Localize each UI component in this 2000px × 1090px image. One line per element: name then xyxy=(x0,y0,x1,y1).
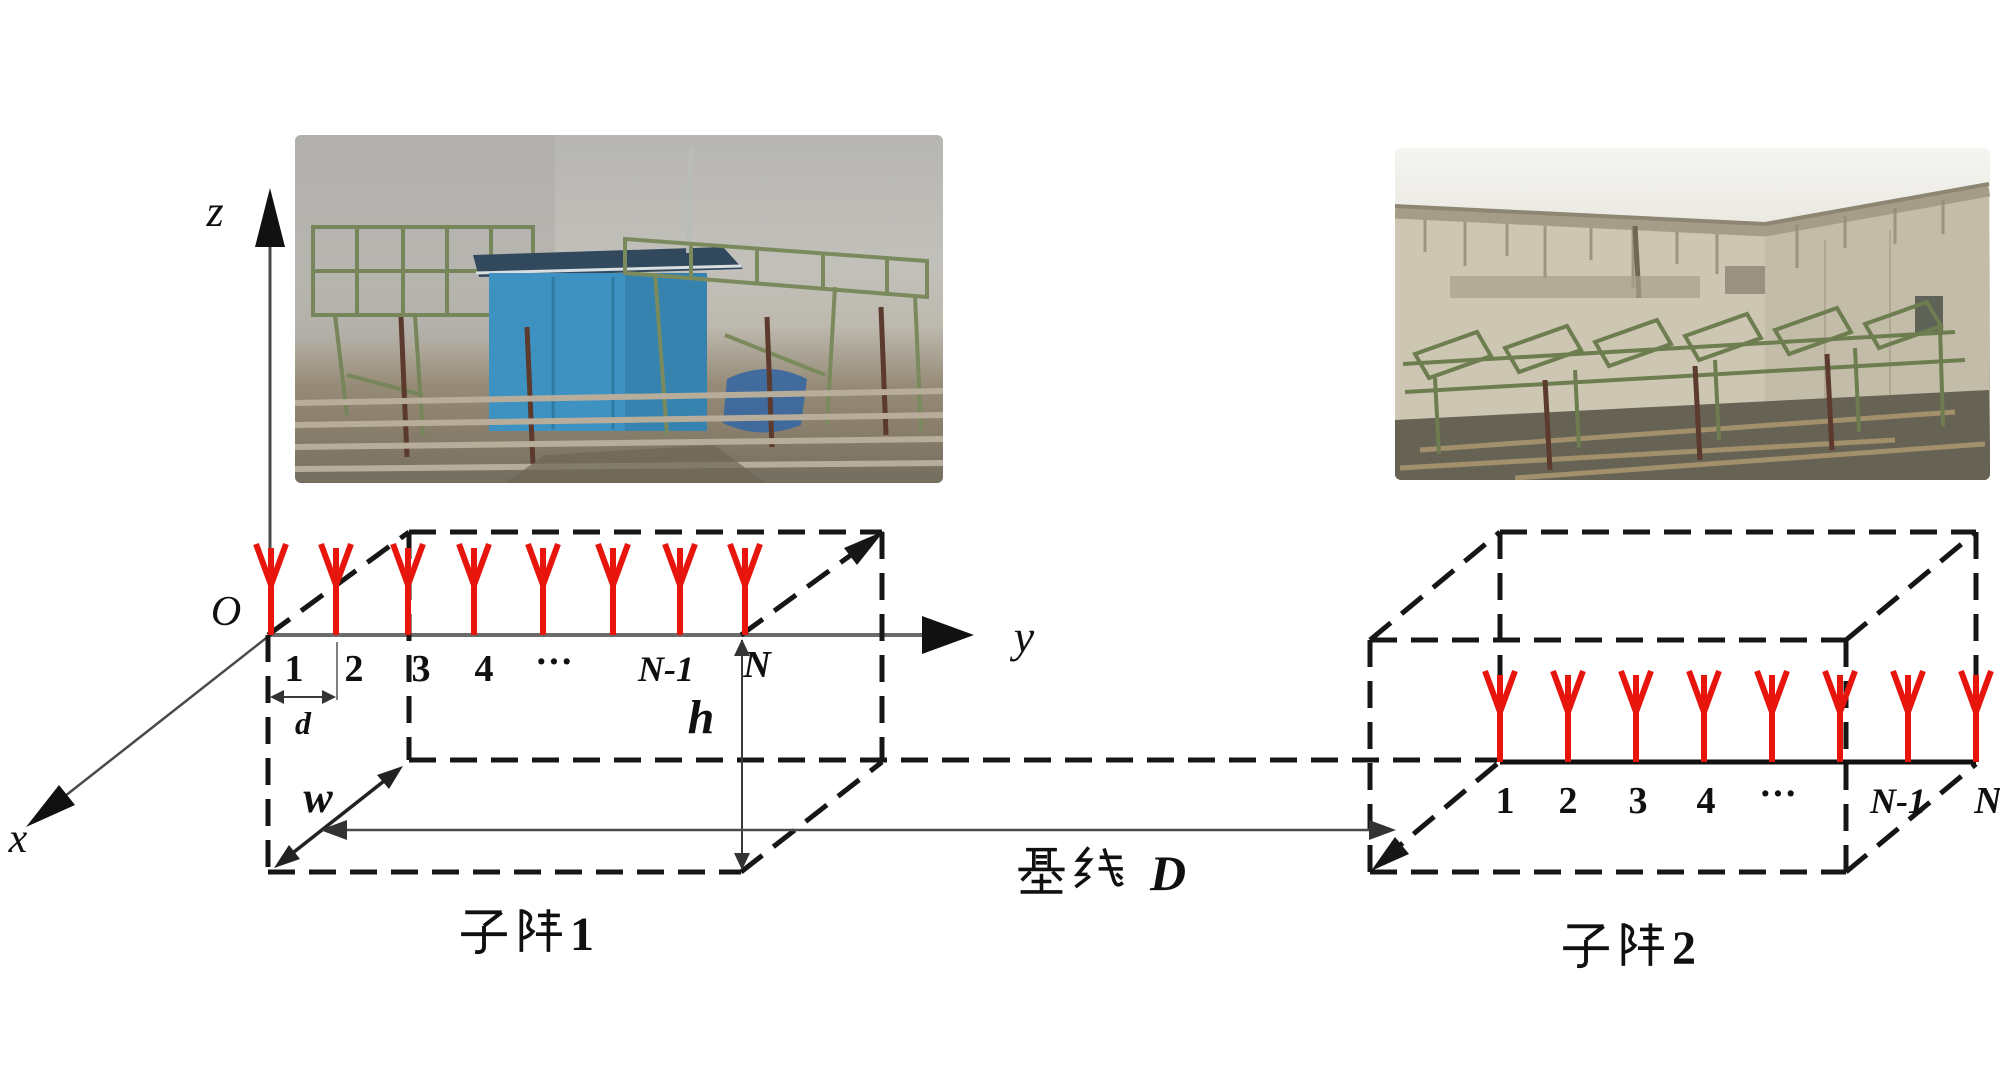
y-axis-arrowhead-icon xyxy=(922,616,974,654)
element-label: 3 xyxy=(412,648,431,690)
z-axis-label: z xyxy=(205,187,223,236)
element-label-n: N xyxy=(1973,780,2000,822)
w-arrow-rear-icon xyxy=(377,766,403,789)
photo-subarray1 xyxy=(295,135,943,483)
antenna-icon xyxy=(1825,671,1855,762)
box1-depth-arrowhead-icon xyxy=(844,531,884,565)
rusty-poles2 xyxy=(1542,353,1835,471)
drip-stains xyxy=(1423,200,1945,288)
subarray1-name-text: 子阵1 xyxy=(460,906,580,959)
element-label-n-1: N-1 xyxy=(637,649,694,689)
subarray2-antennas xyxy=(1485,671,1991,762)
subarray2-caption: 2 子阵2 xyxy=(1561,920,1696,975)
lattice-row xyxy=(1402,299,1966,455)
y-axis-label: y xyxy=(1010,611,1035,662)
baseline-D-label: D xyxy=(1149,845,1186,901)
w-arrow-front-icon xyxy=(274,845,300,868)
photo-subarray2 xyxy=(1395,148,1990,480)
lattice-frame-right xyxy=(623,236,929,436)
element-label: 3 xyxy=(1629,780,1648,822)
box2-depth-top-right-edge xyxy=(1844,530,1978,642)
h-dimension: h xyxy=(688,639,750,870)
d-dimension: d xyxy=(270,642,338,741)
roof-trim xyxy=(475,264,742,275)
element-label: 2 xyxy=(1559,780,1578,822)
element-label: 4 xyxy=(1697,780,1716,822)
box1-depth-bottom-right-edge xyxy=(739,760,884,874)
element-label: 1 xyxy=(285,648,304,690)
antenna-icon xyxy=(459,544,489,635)
antenna-icon xyxy=(1961,671,1991,762)
element-label-n-1: N-1 xyxy=(1869,781,1926,821)
h-arrow-bottom-icon xyxy=(734,853,750,870)
parapet-edge xyxy=(1395,182,1990,227)
w-label: w xyxy=(303,773,333,822)
antenna-icon xyxy=(1621,671,1651,762)
cabin-roof xyxy=(473,247,743,277)
photo1-art xyxy=(295,135,943,483)
subarray2-element-labels: 1 2 3 4 ··· N-1 N xyxy=(1496,773,2000,822)
subarray2-box xyxy=(1367,529,1979,875)
box2-depth-bottom-right-edge xyxy=(1844,762,1978,874)
parapet-top xyxy=(1395,183,1990,237)
subarray1-number: 1 xyxy=(570,908,594,961)
antenna-icon xyxy=(256,544,286,635)
photo2-art xyxy=(1395,182,1990,480)
antenna-icon xyxy=(321,544,351,635)
element-ellipsis: ··· xyxy=(1759,773,1797,815)
wood-beams xyxy=(1399,409,1986,480)
x-axis-arrowhead-icon xyxy=(26,785,75,827)
antenna-icon xyxy=(393,544,423,635)
antenna-icon xyxy=(1553,671,1583,762)
wall-recess2 xyxy=(1725,266,1765,294)
baseline-label-text: 基线 D xyxy=(1019,846,1162,899)
antenna-icon xyxy=(528,544,558,635)
box1-depth-top-right-edge xyxy=(739,544,864,638)
x-axis-label: x xyxy=(8,816,28,862)
antenna-icon xyxy=(1485,671,1515,762)
ground-stripes xyxy=(295,388,943,472)
element-label: 1 xyxy=(1496,780,1515,822)
antenna-icon xyxy=(598,544,628,635)
baseline-arrow-left-icon xyxy=(320,820,347,840)
h-arrow-top-icon xyxy=(734,639,750,656)
antenna-icon xyxy=(1893,671,1923,762)
subarray2-number: 2 xyxy=(1672,922,1696,975)
h-label: h xyxy=(688,691,715,744)
w-dim-line xyxy=(278,768,400,865)
d-label: d xyxy=(295,705,312,741)
element-ellipsis: ··· xyxy=(535,641,573,683)
coordinate-axes: z y x O xyxy=(8,187,1035,862)
box2-depth-arrowhead-icon xyxy=(1371,837,1409,871)
antenna-icon xyxy=(665,544,695,635)
baseline-arrow-right-icon xyxy=(1369,820,1396,840)
antenna-icon xyxy=(1689,671,1719,762)
subarray1-box xyxy=(265,529,885,875)
ground-shadow xyxy=(505,445,765,483)
z-axis-arrowhead-icon xyxy=(255,188,285,247)
mast-pole xyxy=(686,146,693,254)
x-axis-line xyxy=(59,634,271,801)
box2-depth-top-left-edge xyxy=(1368,530,1502,642)
origin-label: O xyxy=(211,589,241,635)
d-arrow-left-icon xyxy=(270,690,284,704)
subarray1-caption: 1 子阵1 xyxy=(459,906,594,961)
wall-recess xyxy=(1450,276,1700,298)
element-label: 4 xyxy=(475,648,494,690)
element-label: 2 xyxy=(345,648,364,690)
antenna-icon xyxy=(1757,671,1787,762)
antenna-icon xyxy=(730,544,760,635)
subarray1-element-labels: 1 2 3 4 ··· N-1 N xyxy=(285,641,773,690)
d-arrow-right-icon xyxy=(322,690,336,704)
box2-depth-bottom-left-edge xyxy=(1390,762,1499,854)
baseline-dimension: D 基线 D xyxy=(320,820,1396,901)
w-dimension: w xyxy=(274,766,403,868)
subarray1-antennas xyxy=(256,544,760,635)
subarray2-name-text: 子阵2 xyxy=(1562,920,1682,973)
